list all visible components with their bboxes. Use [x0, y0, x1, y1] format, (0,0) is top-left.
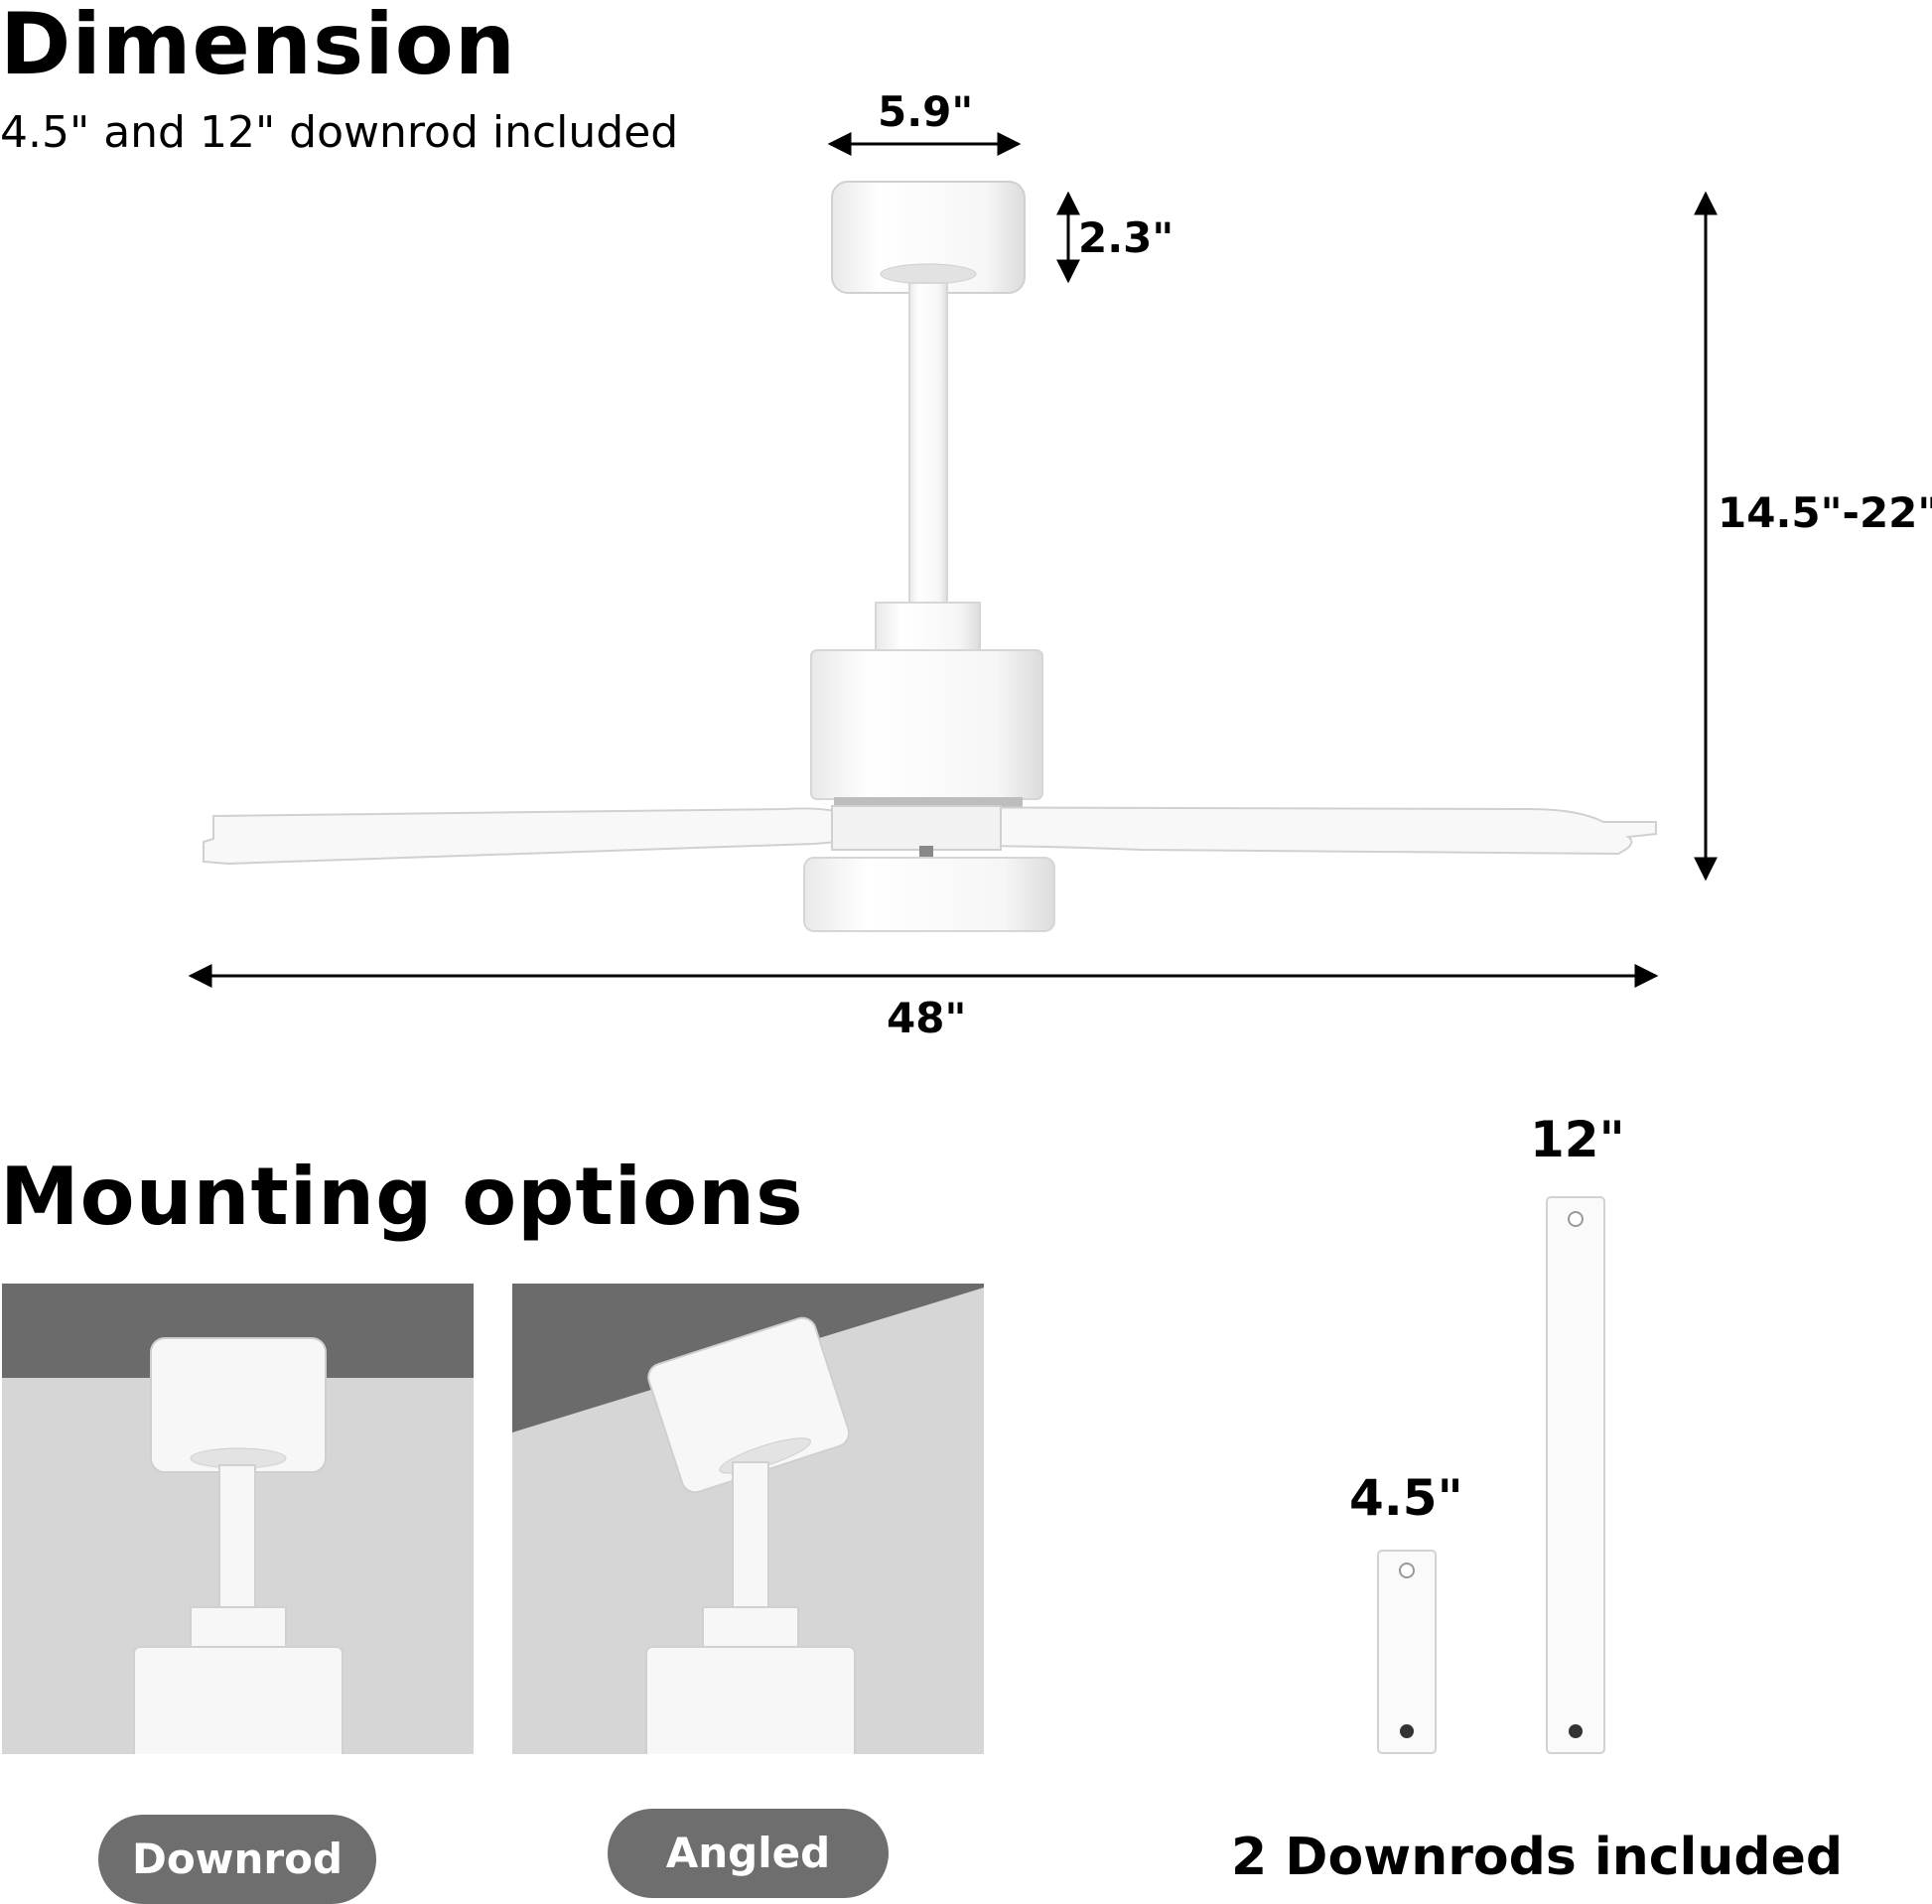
downrod: [908, 282, 948, 607]
canopy-height-label: 2.3": [1078, 213, 1174, 262]
light-kit: [803, 857, 1055, 932]
downrods-illustration: [1377, 1196, 1605, 1754]
angled-option-label: Angled: [608, 1809, 889, 1898]
long-downrod: [1546, 1196, 1605, 1754]
page-subtitle: 4.5" and 12" downrod included: [0, 107, 679, 158]
short-downrod: [1377, 1550, 1437, 1754]
motor-housing: [133, 1646, 344, 1754]
coupler: [875, 602, 981, 653]
downrod-option-label: Downrod: [98, 1815, 376, 1904]
blade-hub: [831, 805, 1002, 851]
downrod-mount-image: [2, 1284, 474, 1754]
blade-span-label: 48": [887, 994, 967, 1042]
left-blade: [203, 807, 865, 866]
long-downrod-label: 12": [1530, 1111, 1625, 1168]
short-downrod-label: 4.5": [1349, 1469, 1463, 1527]
canopy-width-label: 5.9": [878, 87, 974, 136]
angled-mount-image: [512, 1284, 984, 1754]
overall-height-label: 14.5"-22": [1718, 488, 1932, 537]
motor-housing: [645, 1646, 856, 1754]
canopy: [831, 181, 1026, 294]
motor-housing: [810, 649, 1043, 800]
mounting-title: Mounting options: [0, 1151, 804, 1243]
page-title: Dimension: [0, 0, 517, 94]
downrods-caption: 2 Downrods included: [1231, 1828, 1844, 1887]
fan-dimension-diagram: [188, 132, 1718, 988]
